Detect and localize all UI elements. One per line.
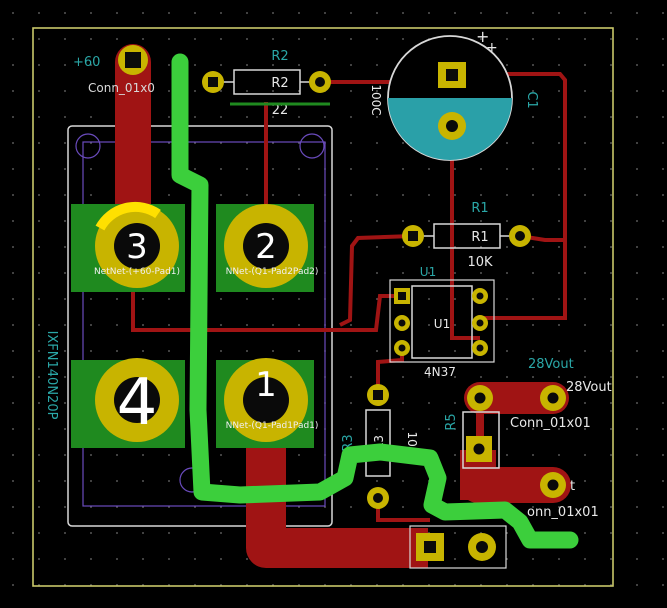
u1-pin-5-drill [476,319,484,327]
u1-pin-6-drill [476,292,484,300]
u1-pin-4-drill [476,344,484,352]
c1-ref-label: C1 [524,91,539,108]
u1-inner-label: U1 [434,317,450,331]
vout-white-label: 28Vout [566,380,612,395]
conn-top-label: Conn_01x0 [88,81,155,95]
vout-pad-left-drill [474,392,486,404]
pad-2-number: 2 [255,227,277,267]
pad-3-drill [114,223,160,269]
pad-4-drill [114,377,160,423]
conn-plus60-drill [125,52,141,68]
u1-pin-3-drill [398,344,406,352]
pad-1-number: 1 [255,365,277,405]
track-source-u1[interactable] [131,250,402,332]
r3-pad-bottom-drill [373,493,383,503]
r1-pad-right-drill [515,231,525,241]
r1-inner-label: R1 [471,230,488,245]
pad-4-number: 4 [117,366,158,440]
r5-ref-label: R5 [444,413,459,430]
track-r1-left[interactable] [339,234,414,327]
bottom-conn-pad-square-drill [424,541,436,553]
u1-fab-outline [389,279,495,363]
lower-conn-pad-square-drill [473,443,485,455]
c1-plus-mark: + [476,27,489,46]
freehand-trace [171,53,579,549]
conn-plus60-label: +60 [73,55,100,70]
r1-ref-label: R1 [471,201,488,216]
r1-pad-left-drill [408,231,418,241]
c1-pad-minus-drill [446,120,458,132]
ixfn-courtyard [82,141,326,507]
r2-pad-right-drill [315,77,325,87]
track-c1-down[interactable] [450,126,480,340]
bottom-conn-outline [409,525,507,569]
conn-01x01-a-label: Conn_01x01 [510,416,591,431]
r3-pad-top-drill [373,390,383,400]
pad-2-drill [243,223,289,269]
pad-1-drill [243,377,289,423]
c1-pad-plus-drill [446,69,458,81]
u1-pin-1-drill [398,292,406,300]
pad-3-net-label: NetNet-(+60-Pad1) [94,267,180,277]
r2-pad-left-drill [208,77,218,87]
r2-inner-label: R2 [271,76,288,91]
pad-2-net-label: NNet-(Q1-Pad2Pad2) [226,267,319,277]
pad-3-highlight [95,201,161,231]
u1-body [411,285,473,359]
board-edge [32,27,614,587]
r2-value-label: 22 [272,103,289,118]
u1-pin-2-drill [398,319,406,327]
u1-ref-label: U1 [420,265,436,279]
pad-1-net-label: NNet-(Q1-Pad1Pad1) [226,421,319,431]
bottom-conn-pad-round-drill [476,541,488,553]
mount-hole-top-left [75,133,101,159]
track-c1-u1[interactable] [453,72,567,320]
lower-conn-pad-right-drill [547,479,559,491]
r3-body [365,409,391,477]
vout-pad-right-drill [547,392,559,404]
ixfn-value-label: IXFN140N20P [44,331,59,420]
r5-body [462,411,500,469]
conn-01x01-b-label: onn_01x01 [527,505,599,520]
pad-3-number: 3 [126,227,148,267]
c1-plus-mark-2: + [486,40,498,56]
vout-teal-label: 28Vout [528,357,574,372]
conn-t-label: t [570,479,575,494]
r1-value-label: 10K [467,255,493,270]
c1-value-label: 100C [369,84,383,115]
ixfn-silk-outline [67,125,333,527]
r2-ref-label: R2 [271,49,288,64]
mount-hole-top-right [299,133,325,159]
u1-value-label: 4N37 [424,365,456,379]
track-drain[interactable] [246,430,428,568]
